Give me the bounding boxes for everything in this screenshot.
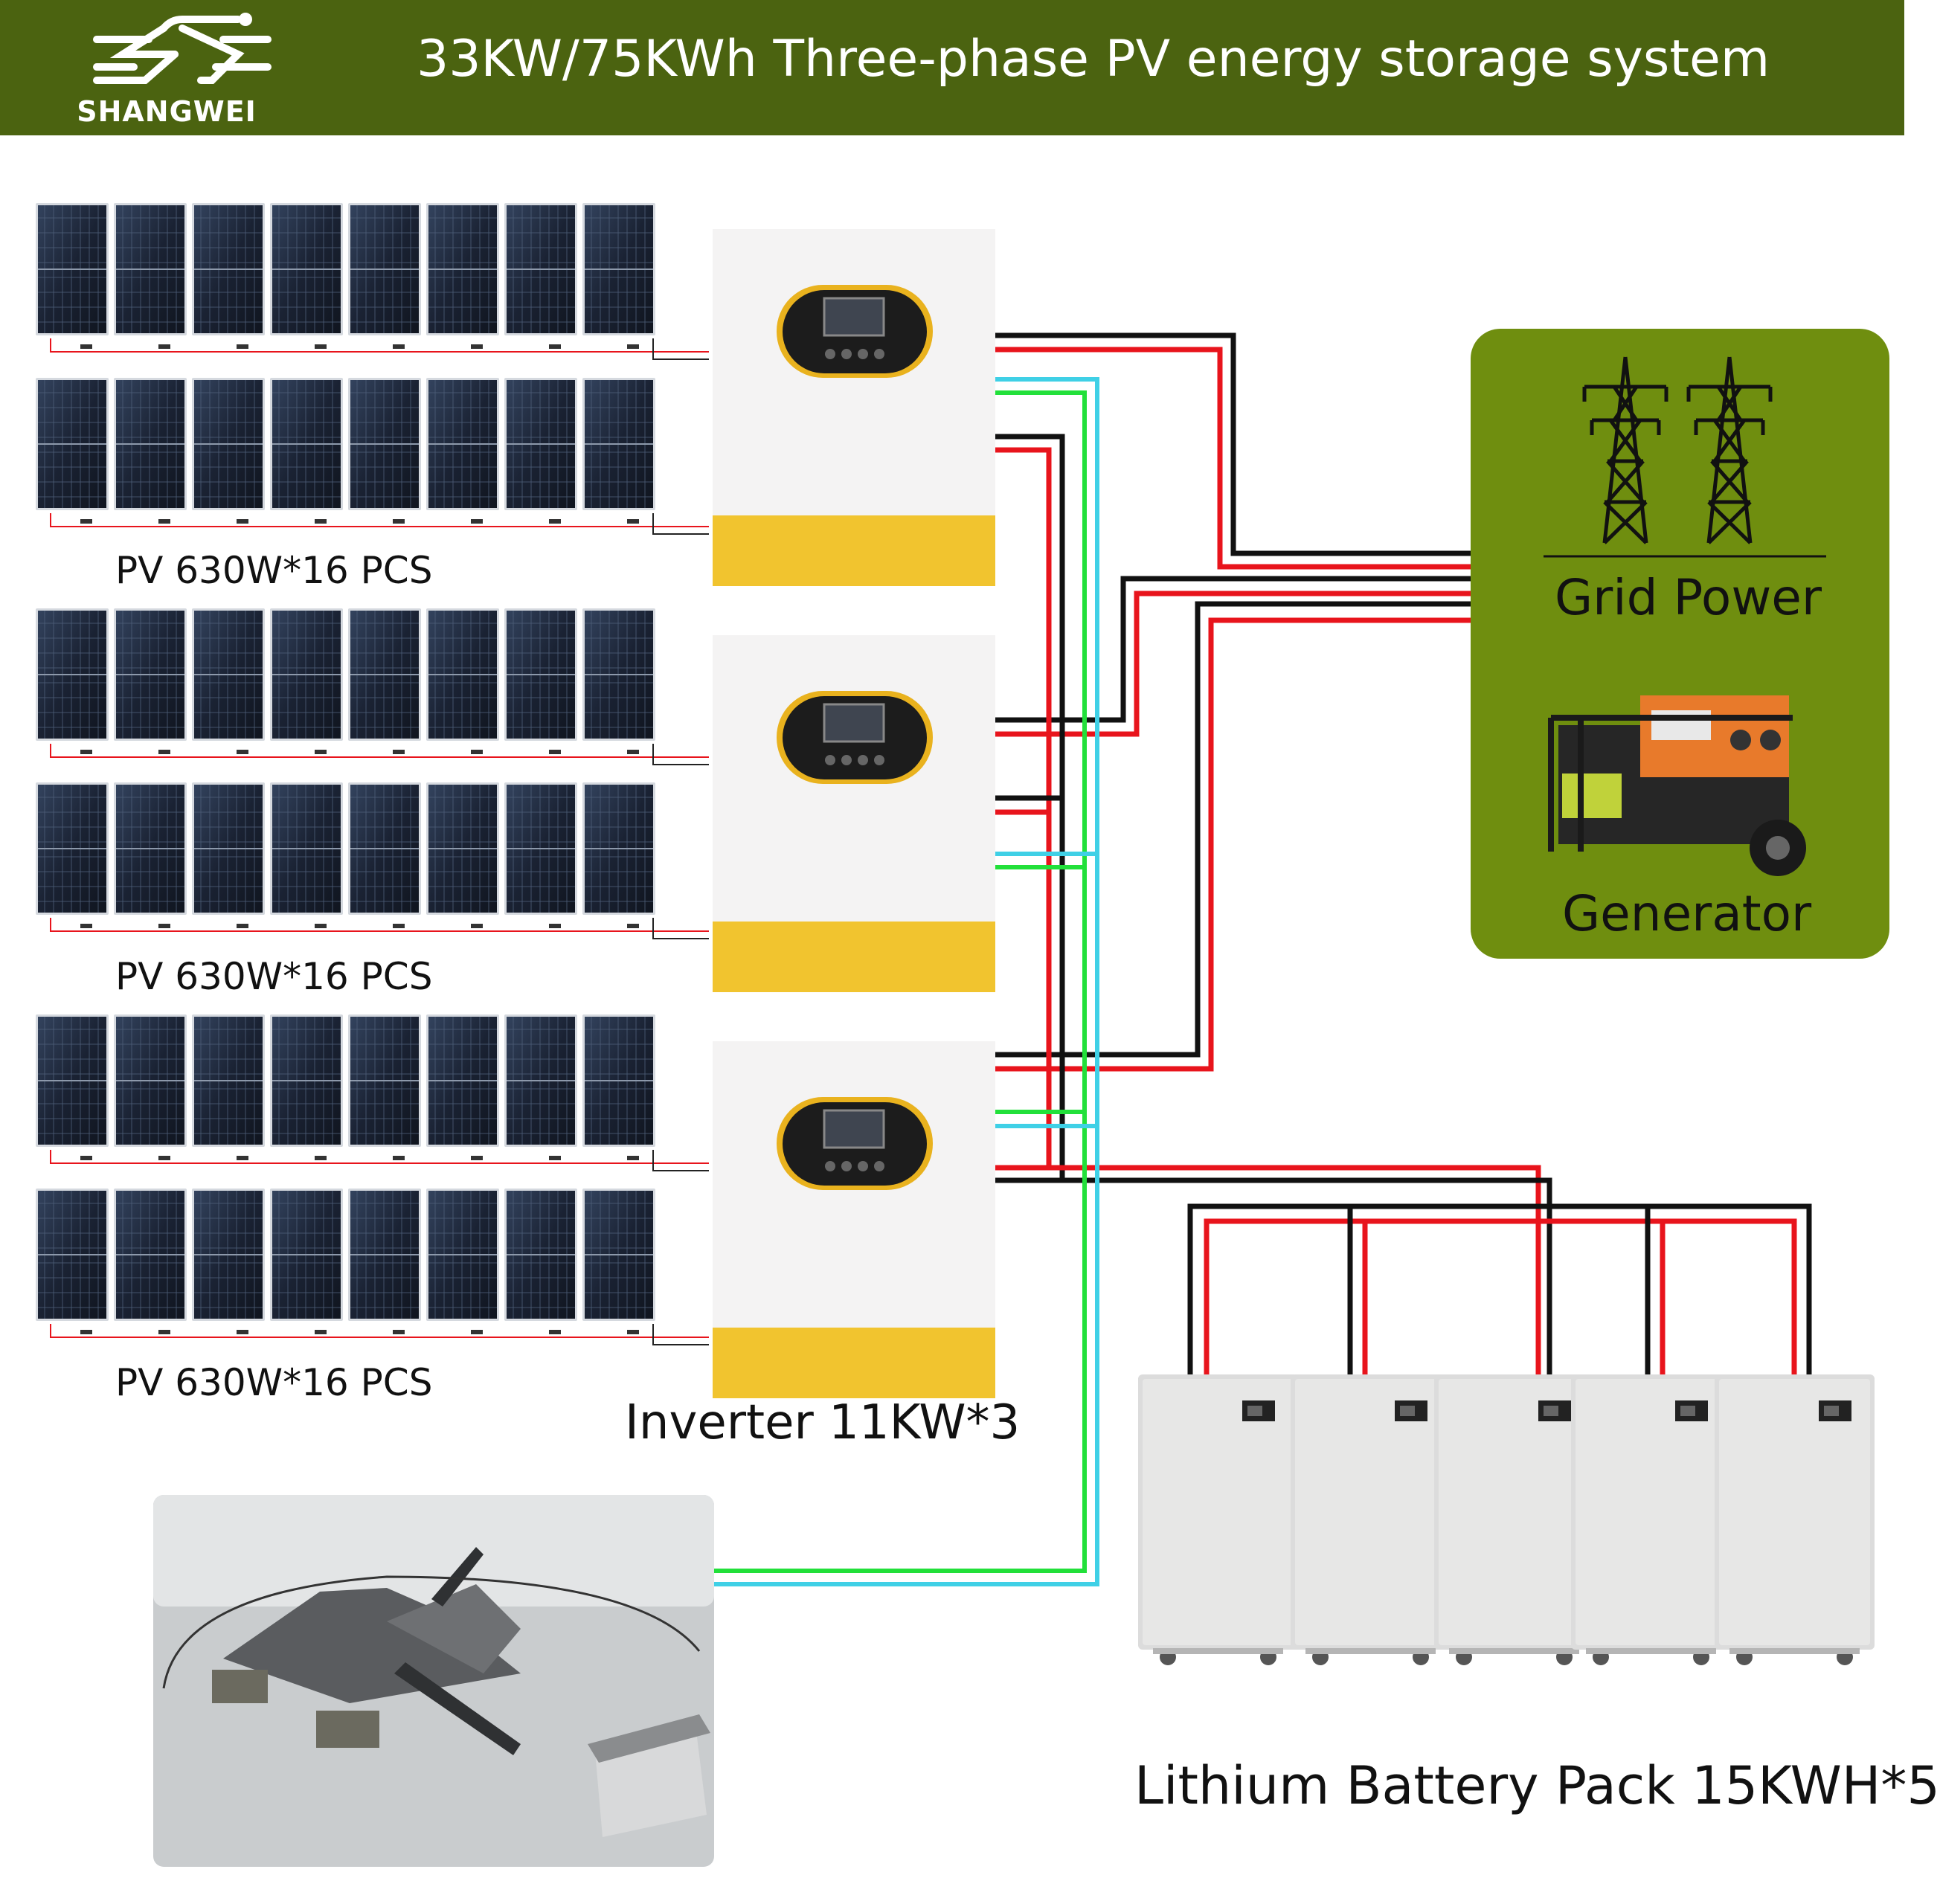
grid-wires xyxy=(995,332,1473,1072)
pv-array-2 xyxy=(36,608,709,939)
shangwei-logo xyxy=(93,13,272,84)
pv-array-1 xyxy=(36,203,709,534)
pv-array-3 xyxy=(36,1014,709,1345)
inverter-label: Inverter 11KW*3 xyxy=(625,1395,1021,1450)
header-bar: SHANGWEI 33KW/75KWh Three-phase PV energ… xyxy=(0,0,1904,135)
construction-site-image xyxy=(153,1495,714,1867)
inverter-1 xyxy=(711,228,997,588)
generator-label: Generator xyxy=(1562,885,1812,942)
pv-array-3-label: PV 630W*16 PCS xyxy=(115,1361,433,1404)
battery-packs xyxy=(1138,1374,1875,1665)
transmission-tower-icon xyxy=(1544,357,1826,558)
power-source-panel xyxy=(1471,329,1889,959)
inverter-3 xyxy=(711,1040,997,1400)
battery-wires xyxy=(995,434,1812,1377)
pv-array-2-label: PV 630W*16 PCS xyxy=(115,955,433,998)
generator-icon xyxy=(1548,695,1806,876)
inverter-2 xyxy=(711,634,997,994)
battery-label: Lithium Battery Pack 15KWH*5 xyxy=(1134,1755,1940,1816)
brand-name: SHANGWEI xyxy=(77,95,257,128)
grid-power-label: Grid Power xyxy=(1555,569,1822,626)
page-title: 33KW/75KWh Three-phase PV energy storage… xyxy=(417,30,1770,89)
load-wires xyxy=(714,377,1099,1586)
pv-array-1-label: PV 630W*16 PCS xyxy=(115,549,433,592)
